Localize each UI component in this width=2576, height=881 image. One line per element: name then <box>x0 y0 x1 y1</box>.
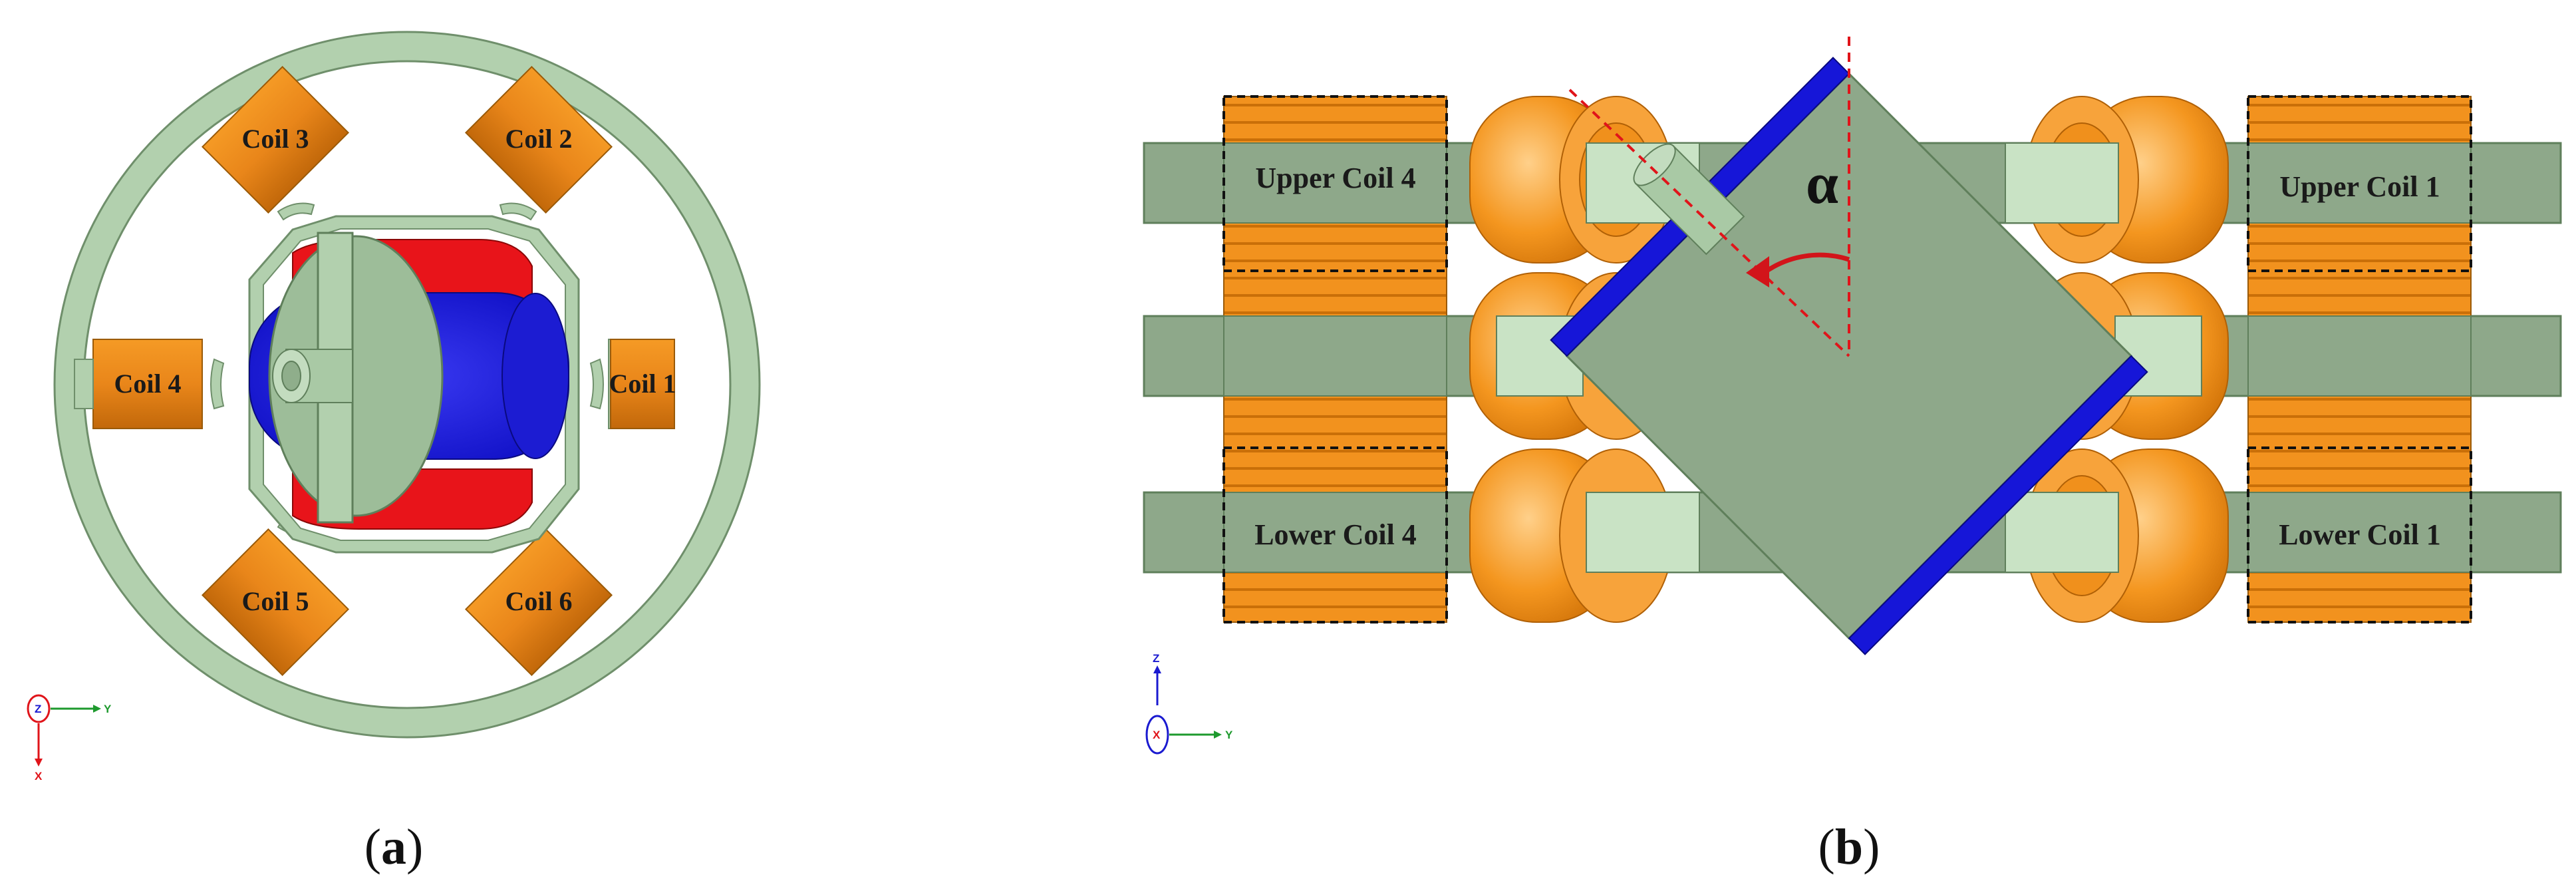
triad-b-x: X <box>1153 729 1161 741</box>
lower-coil-1-box: Lower Coil 1 <box>2247 446 2472 623</box>
upper-coil-1-box: Upper Coil 1 <box>2247 95 2472 272</box>
panel-b-side-view: α Upper Coil 4 Lower Coil 4 Upper Coil 1… <box>1143 37 2562 875</box>
coil-6: Coil 6 <box>464 528 613 677</box>
caption-b: (b) <box>1818 819 1880 875</box>
angle-alpha: α <box>1806 152 1838 216</box>
mover-disc <box>268 235 444 517</box>
upper-coil-1-label: Upper Coil 1 <box>2279 170 2440 203</box>
mover-shaft <box>1633 143 1745 256</box>
angle-arc <box>1762 252 1850 275</box>
coil-6-label: Coil 6 <box>505 586 572 616</box>
coil-2: Coil 2 <box>464 65 613 214</box>
axis-triad-b: Z X Y <box>1145 652 1233 755</box>
coil-3: Coil 3 <box>201 65 350 214</box>
coil-1: Coil 1 <box>608 339 676 429</box>
mover-magnet-right <box>1848 355 2148 655</box>
triad-b-y: Y <box>1225 729 1233 741</box>
coil-1-label: Coil 1 <box>609 369 676 399</box>
right-coil-stack <box>2247 96 2472 623</box>
lower-coil-4-box: Lower Coil 4 <box>1222 446 1448 623</box>
coil-3-label: Coil 3 <box>241 124 309 154</box>
axis-triad-a: Z Y X <box>27 694 112 783</box>
upper-coil-4-label: Upper Coil 4 <box>1255 162 1415 194</box>
upper-coil-4-box: Upper Coil 4 <box>1222 95 1448 272</box>
angle-arrowhead <box>1746 256 1769 287</box>
angle-reference-line <box>1568 88 1850 357</box>
lower-coil-4-label: Lower Coil 4 <box>1254 518 1417 551</box>
coil-4: Coil 4 <box>74 339 203 429</box>
coil-4-label: Coil 4 <box>114 369 181 399</box>
panel-a-radial-view: Coil 1 Coil 4 Coil 2 Coil 3 Coil 5 Coil … <box>27 31 761 875</box>
coil-5-label: Coil 5 <box>241 586 309 616</box>
left-coil-stack <box>1223 96 1447 623</box>
triad-a-z: Z <box>35 703 41 715</box>
lower-coil-1-label: Lower Coil 1 <box>2279 518 2441 551</box>
caption-a: (a) <box>364 819 424 875</box>
triad-b-z: Z <box>1153 652 1159 665</box>
shaft-hole <box>281 361 301 391</box>
coil-5: Coil 5 <box>201 528 350 677</box>
triad-a-y: Y <box>104 703 112 715</box>
blue-magnet-end <box>501 293 569 459</box>
coil-2-label: Coil 2 <box>505 124 572 154</box>
triad-a-x: X <box>35 770 43 783</box>
